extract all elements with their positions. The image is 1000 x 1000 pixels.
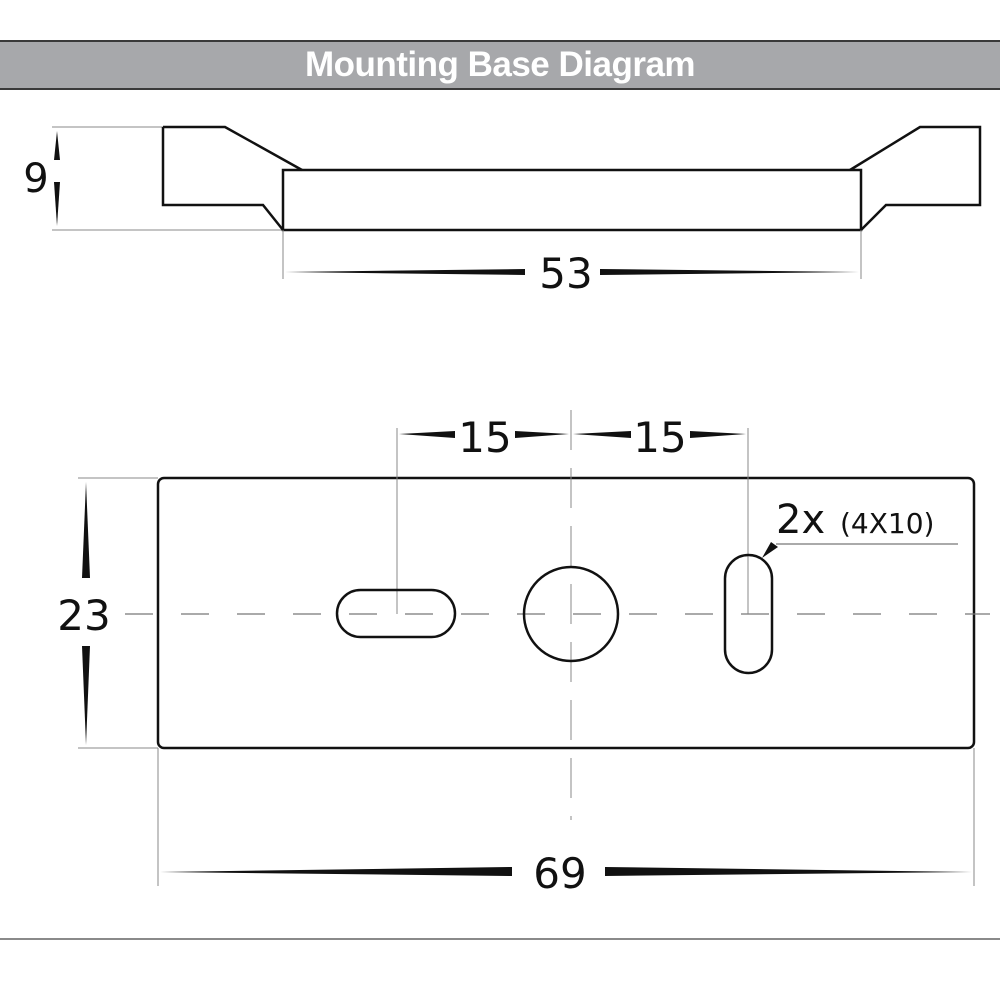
footer-divider — [0, 938, 1000, 940]
dim-arrow-down — [54, 182, 60, 226]
base-plate — [156, 476, 976, 750]
spacing-dim-left-15: 15 — [458, 413, 511, 462]
vertical-slot — [723, 553, 774, 675]
center-hole — [522, 565, 620, 663]
page-title: Mounting Base Diagram — [304, 45, 696, 84]
slot-callout-size: (4X10) — [840, 507, 934, 540]
spacing-dim-right-15: 15 — [633, 413, 686, 462]
dim-arrow-up — [54, 131, 60, 160]
right-flange — [849, 125, 982, 231]
title-banner: Mounting Base Diagram — [0, 40, 1000, 90]
left-flange — [161, 125, 303, 231]
height-dim-9: 9 — [23, 156, 48, 202]
width-dim-53: 53 — [539, 249, 592, 298]
base-body — [281, 168, 863, 232]
horizontal-slot — [335, 588, 457, 639]
width-dim-69: 69 — [533, 849, 586, 898]
slot-callout-qty: 2x — [776, 497, 825, 543]
leader-arrow — [762, 542, 778, 558]
top-view: 15 15 2x (4X10) 23 69 — [57, 410, 990, 898]
height-dim-23: 23 — [57, 591, 110, 640]
side-view: 9 53 — [23, 125, 982, 298]
